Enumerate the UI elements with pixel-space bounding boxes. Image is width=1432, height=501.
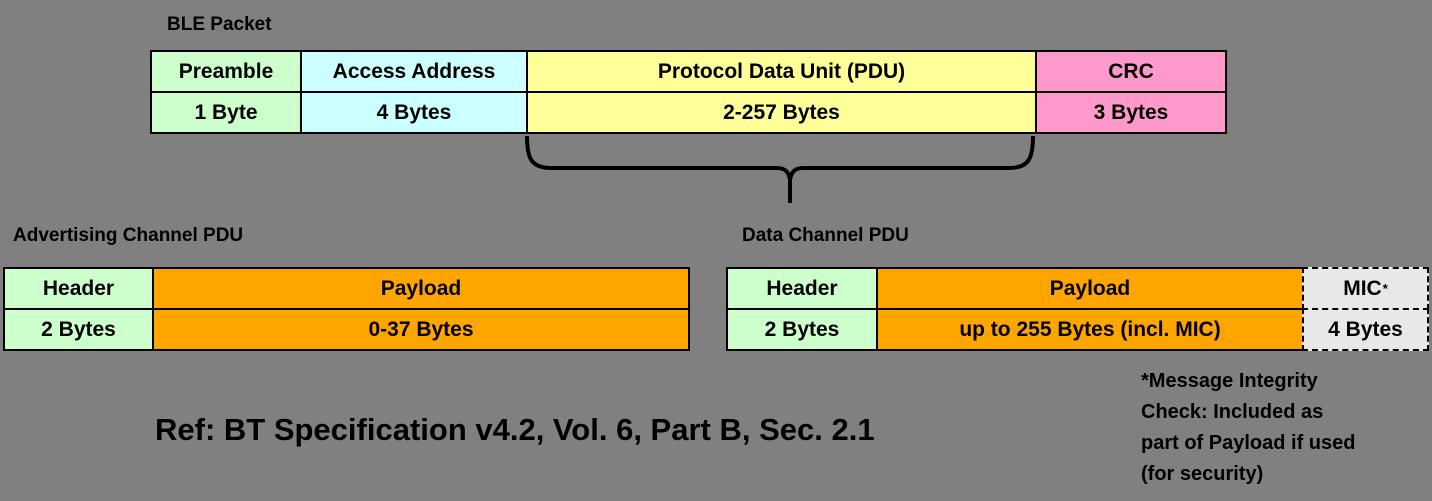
mic-footnote-line: part of Payload if used: [1141, 432, 1356, 454]
mic-label: MIC: [1343, 276, 1382, 300]
data-header-size-cell: 2 Bytes: [726, 308, 878, 351]
pdu-size-cell: 2-257 Bytes: [526, 91, 1037, 134]
data-header-cell: Header: [726, 267, 878, 310]
adv-header-size-cell: 2 Bytes: [3, 308, 154, 351]
crc-cell: CRC: [1035, 50, 1227, 93]
adv-header-cell: Header: [3, 267, 154, 310]
mic-size-cell: 4 Bytes: [1302, 308, 1429, 351]
mic-footnote-line: *Message Integrity: [1141, 370, 1318, 392]
data-pdu-title: Data Channel PDU: [742, 225, 909, 246]
ble-packet-table: Preamble Access Address Protocol Data Un…: [150, 50, 1227, 134]
mic-cell: MIC*: [1302, 267, 1429, 310]
mic-footnote-line: Check: Included as: [1141, 401, 1324, 423]
advertising-pdu-title: Advertising Channel PDU: [13, 225, 244, 246]
preamble-size-cell: 1 Byte: [150, 91, 302, 134]
data-payload-cell: Payload: [876, 267, 1304, 310]
advertising-pdu-size-row: 2 Bytes 0-37 Bytes: [3, 308, 690, 351]
data-pdu-name-row: Header Payload MIC*: [726, 267, 1429, 310]
ble-packet-name-row: Preamble Access Address Protocol Data Un…: [150, 50, 1227, 93]
adv-payload-cell: Payload: [152, 267, 690, 310]
data-payload-size-cell: up to 255 Bytes (incl. MIC): [876, 308, 1304, 351]
pdu-brace-connector: [525, 136, 1035, 203]
advertising-pdu-name-row: Header Payload: [3, 267, 690, 310]
adv-payload-size-cell: 0-37 Bytes: [152, 308, 690, 351]
crc-size-cell: 3 Bytes: [1035, 91, 1227, 134]
ble-packet-size-row: 1 Byte 4 Bytes 2-257 Bytes 3 Bytes: [150, 91, 1227, 134]
advertising-pdu-table: Header Payload 2 Bytes 0-37 Bytes: [3, 267, 690, 351]
data-pdu-size-row: 2 Bytes up to 255 Bytes (incl. MIC) 4 By…: [726, 308, 1429, 351]
preamble-cell: Preamble: [150, 50, 302, 93]
mic-footnote: *Message Integrity Check: Included as pa…: [1141, 366, 1432, 490]
data-pdu-table: Header Payload MIC* 2 Bytes up to 255 By…: [726, 267, 1429, 351]
access-address-cell: Access Address: [300, 50, 528, 93]
access-address-size-cell: 4 Bytes: [300, 91, 528, 134]
mic-footnote-line: (for security): [1141, 463, 1264, 485]
spec-reference-text: Ref: BT Specification v4.2, Vol. 6, Part…: [155, 412, 875, 447]
pdu-cell: Protocol Data Unit (PDU): [526, 50, 1037, 93]
ble-packet-title: BLE Packet: [167, 14, 272, 35]
